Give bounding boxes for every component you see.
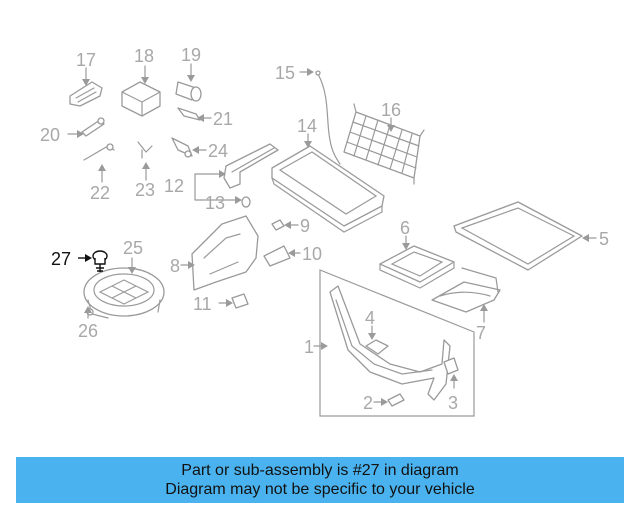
part-22-rod[interactable]	[83, 143, 115, 161]
callout-12: 12	[164, 176, 184, 196]
callout-22: 22	[90, 183, 110, 203]
callout-10: 10	[302, 244, 322, 264]
part-16-net[interactable]	[343, 103, 425, 185]
part-9-clip[interactable]	[271, 219, 285, 231]
callout-7: 7	[476, 323, 486, 343]
callout-3: 3	[448, 393, 458, 413]
callout-14: 14	[297, 116, 317, 136]
part-6-tray[interactable]	[379, 245, 455, 289]
callout-16: 16	[381, 100, 401, 120]
callout-4: 4	[365, 308, 375, 328]
callout-6: 6	[400, 218, 410, 238]
callout-5: 5	[599, 229, 609, 249]
info-banner: Part or sub-assembly is #27 in diagram D…	[16, 457, 624, 503]
part-11-fastener[interactable]	[231, 293, 249, 309]
callout-19: 19	[181, 45, 201, 65]
part-8-side-trim[interactable]	[191, 215, 259, 291]
callout-21: 21	[213, 109, 233, 129]
part-10-plate[interactable]	[263, 245, 291, 267]
part-13-clip[interactable]	[241, 196, 251, 208]
callout-23: 23	[135, 180, 155, 200]
part-5-mat[interactable]	[453, 201, 583, 271]
callout-15: 15	[275, 63, 295, 83]
part-27-screw[interactable]	[92, 250, 108, 272]
callout-20: 20	[40, 125, 60, 145]
part-25-holder[interactable]	[83, 267, 165, 319]
part-20-strap[interactable]	[81, 117, 105, 137]
part-14-shelf[interactable]	[271, 145, 385, 233]
callout-18: 18	[134, 46, 154, 66]
part-2-clip[interactable]	[387, 393, 405, 407]
callout-1: 1	[304, 337, 314, 357]
banner-line-2: Diagram may not be specific to your vehi…	[165, 481, 475, 498]
banner-line-1: Part or sub-assembly is #27 in diagram	[181, 462, 459, 479]
callout-2: 2	[363, 393, 373, 413]
part-17-bracket[interactable]	[69, 81, 103, 107]
callout-9: 9	[300, 216, 310, 236]
part-3-bracket[interactable]	[443, 357, 459, 375]
part-4-bracket[interactable]	[365, 339, 389, 355]
part-18-module[interactable]	[121, 81, 161, 117]
callout-26: 26	[78, 321, 98, 341]
callout-11: 11	[193, 294, 212, 314]
part-24-bracket[interactable]	[171, 137, 193, 158]
callout-27: 27	[51, 249, 71, 269]
part-12-trim[interactable]	[223, 143, 279, 189]
part-19-cylinder[interactable]	[175, 81, 202, 102]
callout-24: 24	[208, 141, 228, 161]
part-7-panel[interactable]	[431, 267, 501, 313]
callout-8: 8	[170, 256, 180, 276]
part-23-hook[interactable]	[137, 141, 153, 159]
callout-17: 17	[76, 50, 96, 70]
callout-25: 25	[123, 238, 143, 258]
part-15-cable[interactable]	[315, 70, 341, 165]
callout-13: 13	[205, 193, 225, 213]
part-21-clip[interactable]	[177, 107, 201, 121]
